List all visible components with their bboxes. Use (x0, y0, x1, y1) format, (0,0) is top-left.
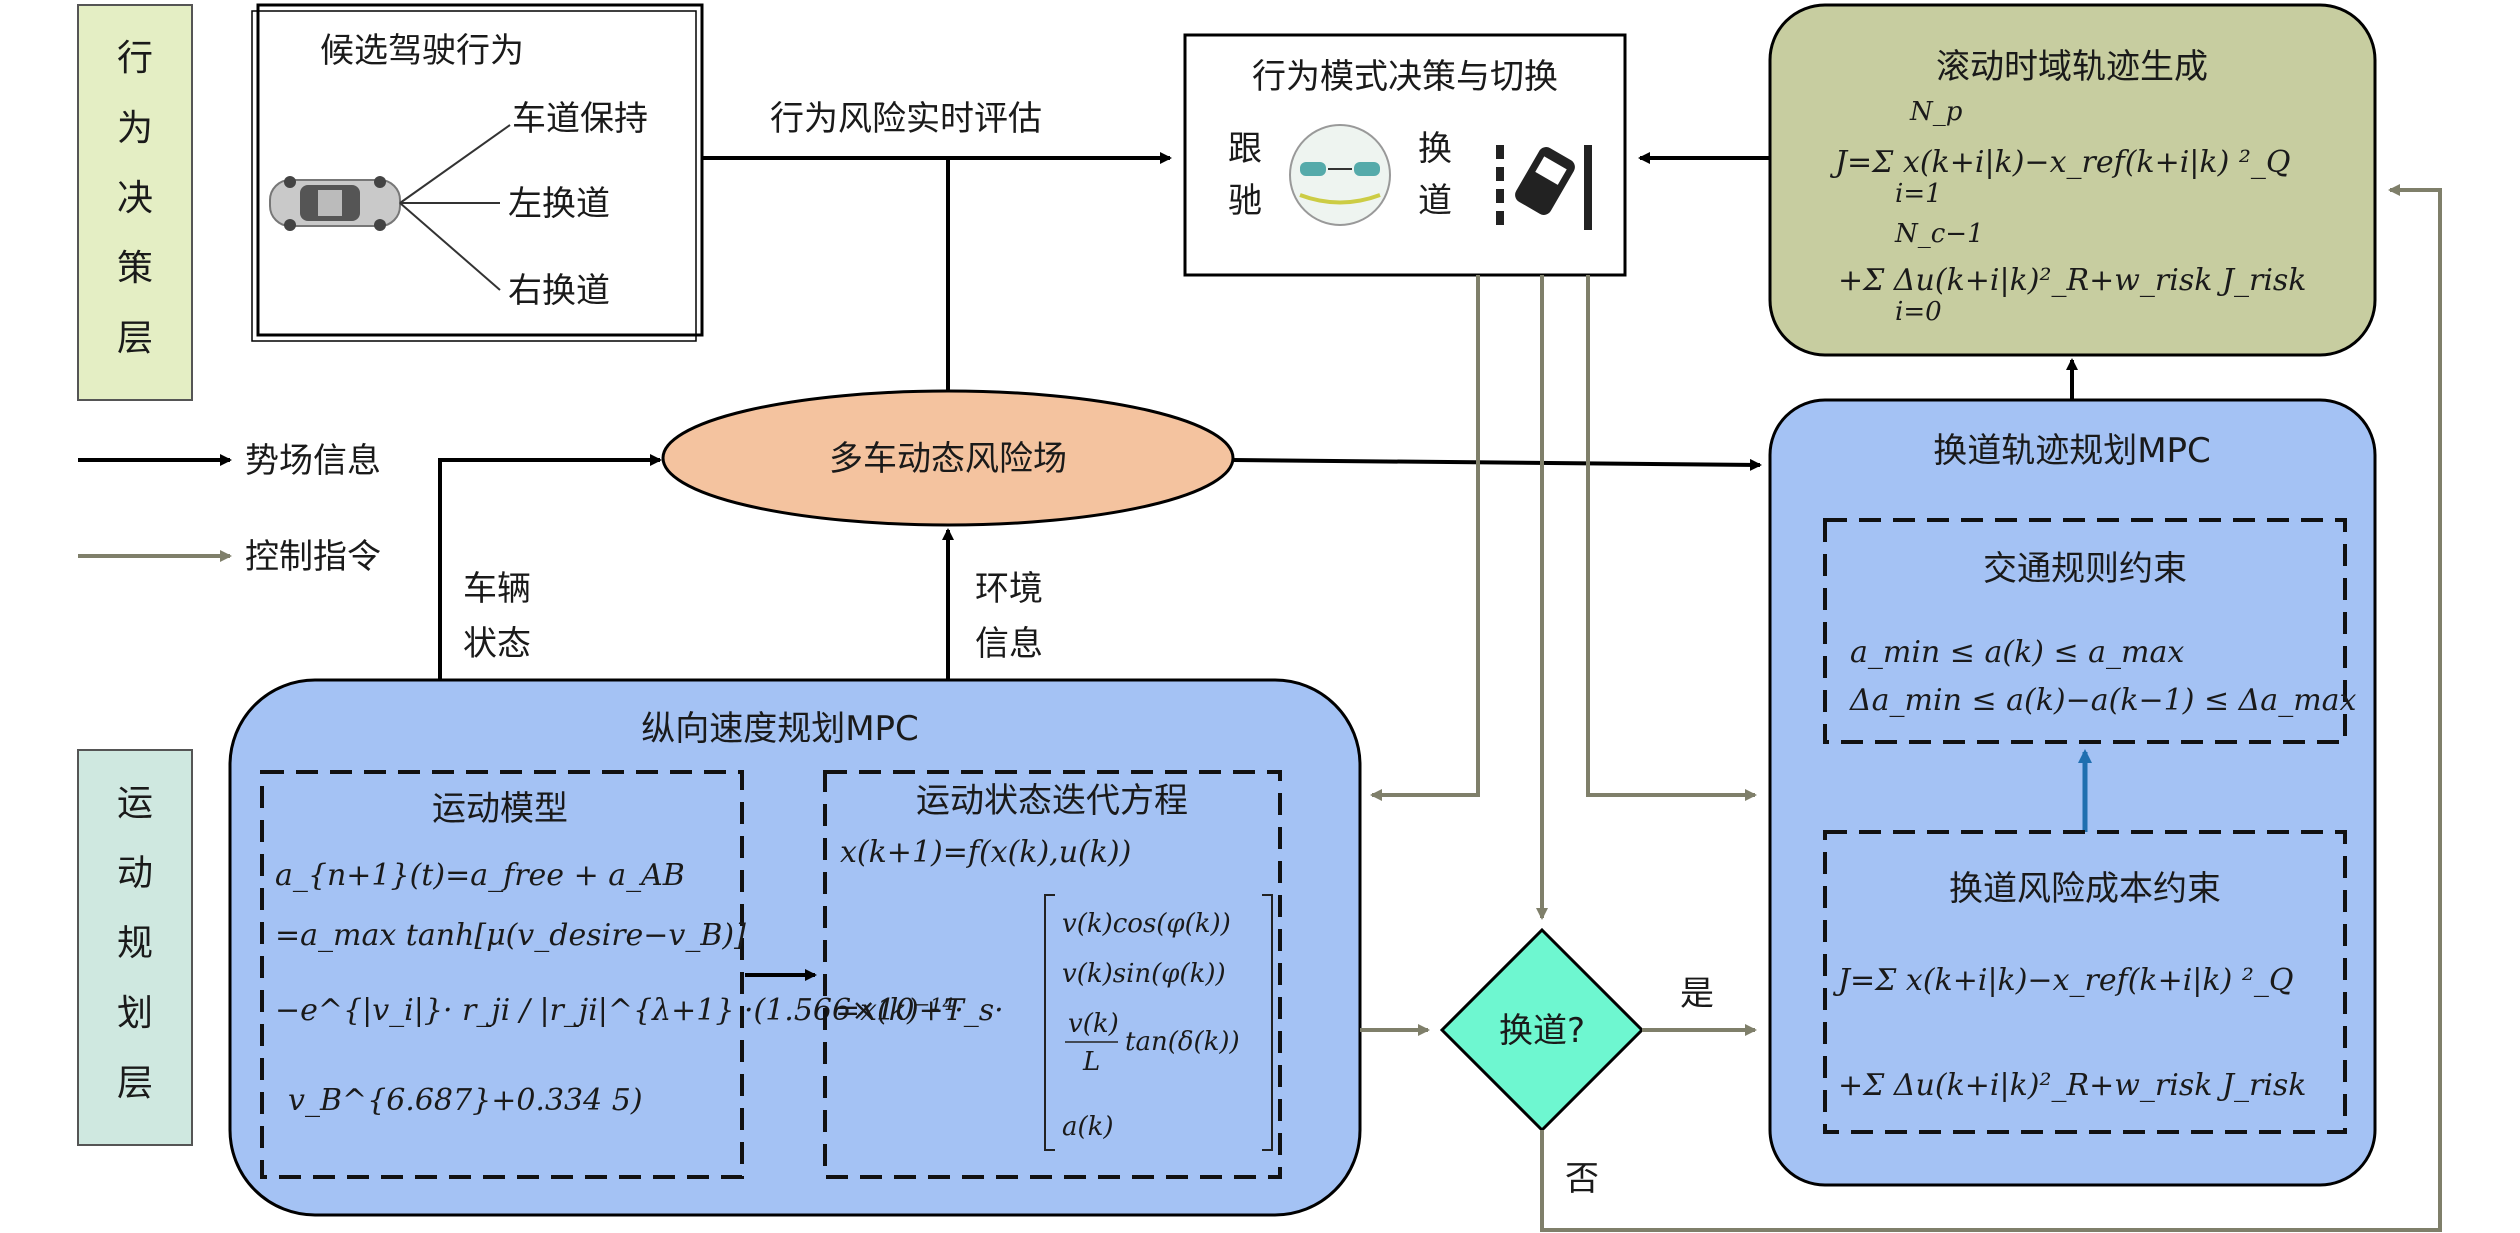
state-eq-m3-tail: tan(δ(k)) (1125, 1027, 1240, 1057)
motion-layer-char-1: 运 (117, 783, 153, 824)
traffic-constraint-2: Δa_min ≤ a(k)−a(k−1) ≤ Δa_max (1849, 683, 2357, 718)
behavior-layer-char-1: 行 (117, 38, 153, 79)
legend-potential-info: 势场信息 (245, 441, 381, 481)
lane-change-mpc-box: 换道轨迹规划MPC 交通规则约束 a_min ≤ a(k) ≤ a_max Δa… (1768, 398, 2377, 1187)
motion-model-l1: a_{n+1}(t)=a_free + a_AB (275, 858, 685, 893)
behavior-layer-label: 行 为 决 策 层 (77, 4, 193, 401)
change-char-1: 换 (1418, 129, 1452, 169)
risk-eval-label: 行为风险实时评估 (770, 99, 1042, 139)
state-eq-box (823, 770, 1282, 1179)
longitudinal-mpc-box: 纵向速度规划MPC 运动模型 a_{n+1}(t)=a_free + a_AB … (228, 678, 1362, 1217)
motion-model-l2: =a_max tanh[μ(v_desire−v_B)] (275, 918, 746, 953)
state-eq-m4: a(k) (1062, 1112, 1114, 1142)
rolling-title: 滚动时域轨迹生成 (1936, 47, 2208, 87)
rolling-eq1-upper: N_p (1909, 97, 1963, 127)
behavior-layer-char-3: 决 (117, 178, 153, 219)
risk-field-ellipse: 多车动态风险场 (661, 389, 1235, 527)
risk-cost-title: 换道风险成本约束 (1949, 869, 2221, 909)
state-eq-lhs: =x(k)+T_s· (835, 993, 1004, 1028)
legend: 势场信息 控制指令 (78, 441, 381, 577)
motion-layer-label: 运 动 规 划 层 (77, 749, 193, 1146)
car-following-icon (1289, 124, 1391, 226)
rolling-eq1: J=Σ x(k+i|k)−x_ref(k+i|k) ²_Q (1829, 145, 2290, 180)
lane-change-decision: 换道? (1439, 927, 1645, 1133)
risk-cost-box (1823, 830, 2347, 1134)
traffic-constraint-1: a_min ≤ a(k) ≤ a_max (1850, 635, 2184, 670)
risk-field-label: 多车动态风险场 (829, 439, 1067, 479)
rolling-eq2: +Σ Δu(k+i|k)²_R+w_risk J_risk (1838, 263, 2307, 298)
gray-decision-to-lanechange (1586, 275, 1757, 801)
lane-change-mpc-title: 换道轨迹规划MPC (1933, 431, 2211, 471)
candidate-title: 候选驾驶行为 (320, 31, 524, 71)
arrow-vehicle-state (438, 454, 662, 680)
behavior-layer-char-2: 为 (117, 108, 153, 149)
motion-model-l4: v_B^{6.687}+0.334 5) (288, 1083, 643, 1118)
rolling-horizon-box: 滚动时域轨迹生成 N_p J=Σ x(k+i|k)−x_ref(k+i|k) ²… (1768, 3, 2377, 357)
env-info-1: 环境 (975, 569, 1043, 609)
state-eq-l1: x(k+1)=f(x(k),u(k)) (840, 835, 1131, 870)
motion-layer-char-5: 层 (117, 1063, 153, 1104)
legend-control-cmd: 控制指令 (245, 537, 381, 577)
motion-model-title: 运动模型 (432, 789, 568, 829)
motion-layer-char-3: 规 (117, 923, 153, 964)
branch-line-1 (399, 124, 511, 204)
vehicle-state-2: 状态 (463, 624, 531, 664)
diamond-label: 换道? (1499, 1011, 1585, 1051)
motion-layer-char-4: 划 (117, 993, 153, 1034)
state-eq-title: 运动状态迭代方程 (916, 781, 1188, 821)
lane-change-icon (1496, 145, 1592, 230)
rolling-eq2-upper: N_c−1 (1894, 219, 1984, 249)
yes-label: 是 (1680, 974, 1714, 1014)
risk-cost-eq1: J=Σ x(k+i|k)−x_ref(k+i|k) ²_Q (1832, 963, 2293, 998)
longitudinal-mpc-title: 纵向速度规划MPC (641, 709, 919, 749)
state-eq-m2: v(k)sin(φ(k)) (1062, 959, 1226, 989)
gray-no-to-rolling (1540, 184, 2442, 1232)
rolling-eq1-lower: i=1 (1895, 179, 1942, 209)
behavior-decision-box: 行为模式决策与切换 跟 驰 换 道 (1183, 33, 1627, 277)
car-icon (269, 176, 401, 231)
state-eq-m3-den: L (1082, 1047, 1100, 1077)
gray-decision-to-long (1370, 275, 1480, 801)
matrix-left-bracket (1044, 894, 1055, 1151)
motion-model-l3: −e^{|v_i|}· r_ji / |r_ji|^{λ+1} ·(1.566×… (275, 993, 964, 1028)
matrix-right-bracket (1262, 894, 1273, 1151)
motion-layer-char-2: 动 (117, 853, 153, 894)
option-lane-keep: 车道保持 (512, 99, 648, 139)
traffic-rule-box (1823, 518, 2347, 744)
traffic-rule-title: 交通规则约束 (1983, 549, 2187, 589)
change-char-2: 道 (1418, 181, 1452, 221)
no-label: 否 (1565, 1159, 1599, 1199)
decision-title: 行为模式决策与切换 (1252, 57, 1558, 97)
motion-model-box (260, 770, 744, 1179)
follow-char-1: 跟 (1228, 129, 1262, 169)
behavior-layer-char-4: 策 (117, 248, 153, 289)
candidate-behavior-box: 候选驾驶行为 车道保持 左换道 右换道 (251, 3, 704, 342)
state-eq-m1: v(k)cos(φ(k)) (1062, 909, 1231, 939)
arrow-riskfield-to-lanechange (1232, 458, 1762, 471)
risk-cost-eq2: +Σ Δu(k+i|k)²_R+w_risk J_risk (1838, 1068, 2307, 1103)
state-eq-m3-num: v(k) (1068, 1009, 1119, 1039)
vehicle-state-1: 车辆 (463, 569, 531, 609)
rolling-eq2-lower: i=0 (1895, 297, 1942, 327)
behavior-layer-char-5: 层 (117, 318, 153, 359)
option-right-change: 右换道 (508, 271, 610, 311)
option-left-change: 左换道 (508, 184, 610, 224)
follow-char-2: 驰 (1228, 181, 1262, 221)
branch-line-3 (399, 202, 501, 291)
env-info-2: 信息 (975, 624, 1043, 664)
